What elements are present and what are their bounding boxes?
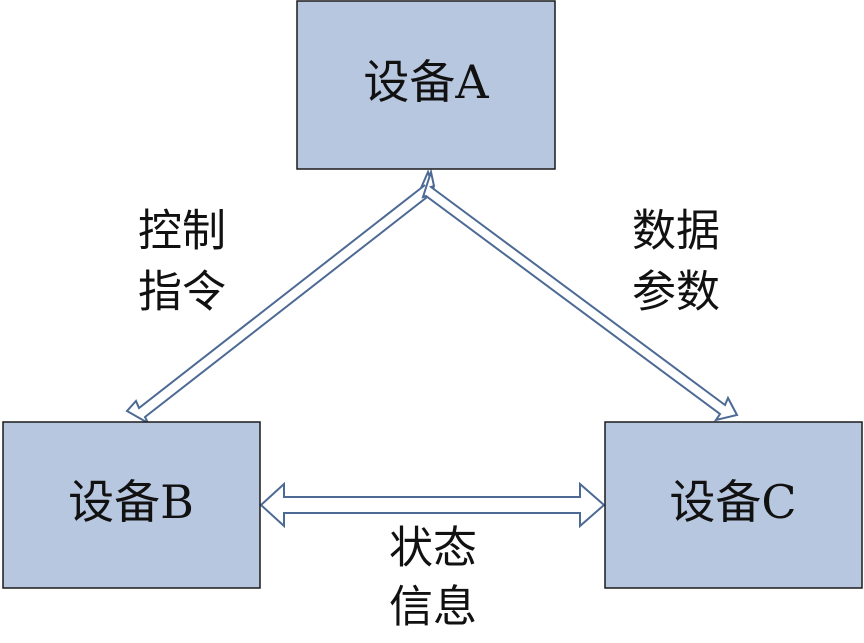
device-a-box bbox=[296, 0, 556, 170]
edge-b-c-label-line2: 信息 bbox=[389, 582, 477, 633]
device-c-label: 设备C bbox=[669, 475, 796, 529]
edge-a-b-label-line1: 控制 bbox=[138, 206, 226, 257]
edge-a-c-label-line2: 参数 bbox=[632, 267, 720, 318]
edge-a-c-label-line1: 数据 bbox=[632, 206, 720, 257]
device-c-node: 设备C bbox=[604, 421, 863, 589]
arrow-a-to-c bbox=[421, 168, 739, 422]
edge-a-b-label-line2: 指令 bbox=[138, 267, 226, 318]
arrow-b-c-bidirectional bbox=[259, 481, 606, 529]
device-b-label: 设备B bbox=[68, 475, 194, 529]
device-c-box bbox=[604, 421, 863, 589]
edge-b-c-label-line1: 状态 bbox=[389, 523, 477, 574]
device-a-node: 设备A bbox=[296, 0, 556, 170]
device-b-box bbox=[2, 421, 261, 589]
device-a-label: 设备A bbox=[363, 55, 489, 109]
device-b-node: 设备B bbox=[2, 421, 261, 589]
